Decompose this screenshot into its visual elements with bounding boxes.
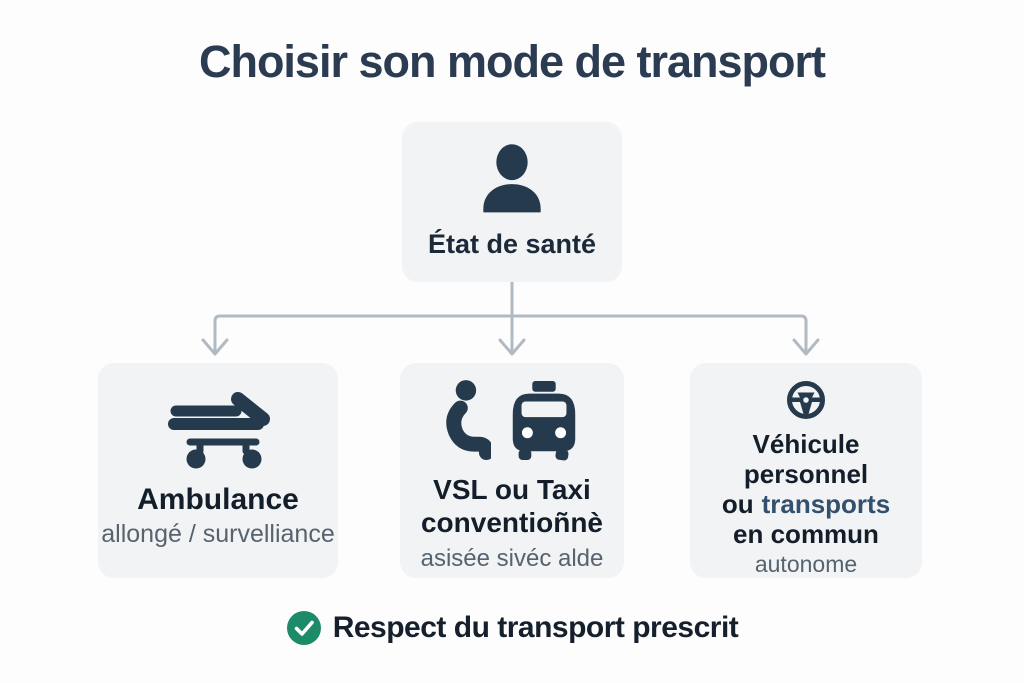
- card-title-ambulance: Ambulance: [137, 483, 299, 516]
- root-card-label: État de santé: [427, 229, 597, 259]
- footer-note: Respect du transport prescrit: [0, 605, 1024, 651]
- page-title: Choisir son mode de transport: [198, 36, 826, 87]
- arrowhead-right-icon: [792, 338, 820, 356]
- check-circle-icon: [286, 611, 321, 645]
- card-title-vsl-line1: VSL ou Taxi: [433, 474, 591, 505]
- card-title-vehicule-line3: en commun: [733, 519, 879, 549]
- arrowhead-center-icon: [498, 338, 526, 356]
- card-subtitle-ambulance: allongé / survelliance: [101, 520, 335, 548]
- branch-card-ambulance: Ambulance allongé / survelliance: [98, 363, 338, 578]
- person-icon: [483, 144, 541, 213]
- card-title-vehicule-ou: ou: [721, 489, 754, 519]
- stretcher-icon: [168, 392, 270, 469]
- card-subtitle-vsl: asisée sivéc alde: [420, 545, 604, 572]
- arrowhead-left-icon: [201, 338, 229, 356]
- branch-card-vsl-taxi: VSL ou Taxi conventioñnè asisée sivéc al…: [400, 363, 624, 578]
- card-title-vehicule-transports: transports: [761, 489, 891, 519]
- seat-and-taxi-icon: [439, 375, 585, 467]
- card-title-vehicule-line1: Véhicule personnel: [743, 429, 869, 489]
- footer-label: Respect du transport prescrit: [332, 611, 739, 644]
- taxi-icon: [512, 380, 576, 461]
- connector-branch-line: [213, 314, 808, 353]
- root-card-etat-de-sante: État de santé: [402, 122, 622, 282]
- seated-person-icon: [446, 380, 491, 460]
- card-title-vsl-line2: conventioñnè: [420, 507, 603, 538]
- steering-wheel-icon: [787, 381, 825, 419]
- card-subtitle-vehicule: autonome: [754, 551, 858, 577]
